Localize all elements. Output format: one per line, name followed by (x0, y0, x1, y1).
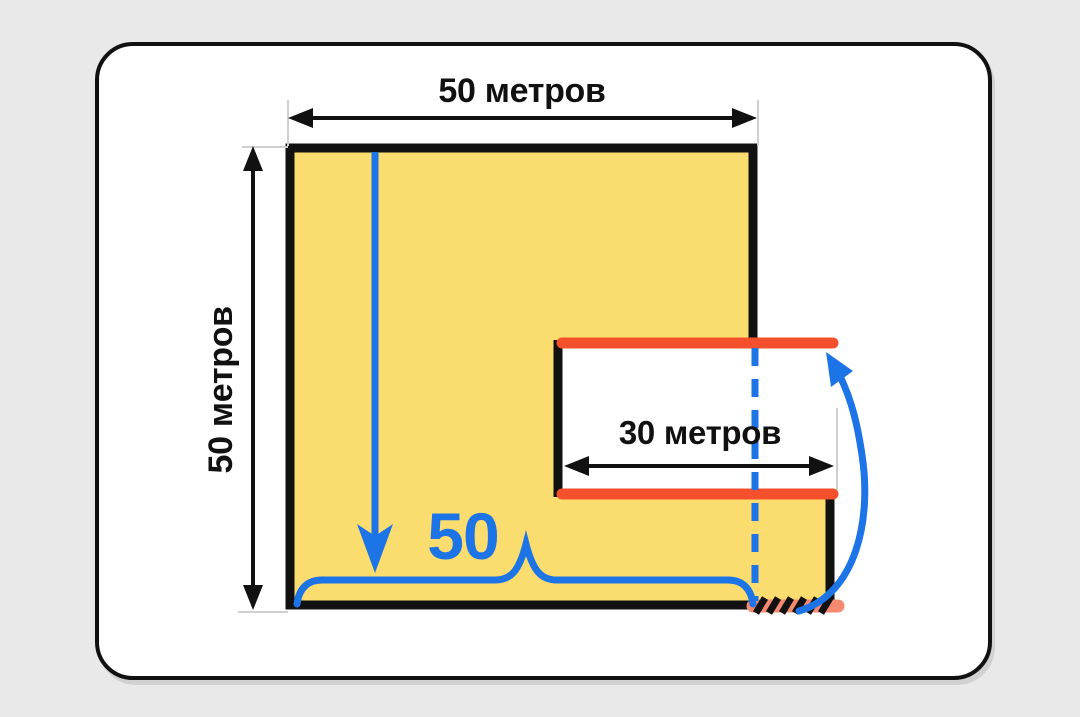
left-height-label: 50 метров (202, 306, 241, 474)
top-width-label: 50 метров (438, 72, 606, 110)
move-arrow-curve (795, 368, 869, 615)
down-arrow-head (357, 524, 393, 573)
notch-dimension-arrow (564, 456, 834, 476)
brace-value-label: 50 (427, 499, 499, 573)
field-shape (290, 148, 830, 605)
move-arrow-head (826, 352, 853, 387)
top-dimension-arrow (288, 108, 757, 128)
left-dimension-arrow (243, 146, 263, 610)
field-outline (285, 143, 758, 610)
bottom-brace (293, 530, 757, 608)
notch-width-label: 30 метров (618, 414, 782, 451)
